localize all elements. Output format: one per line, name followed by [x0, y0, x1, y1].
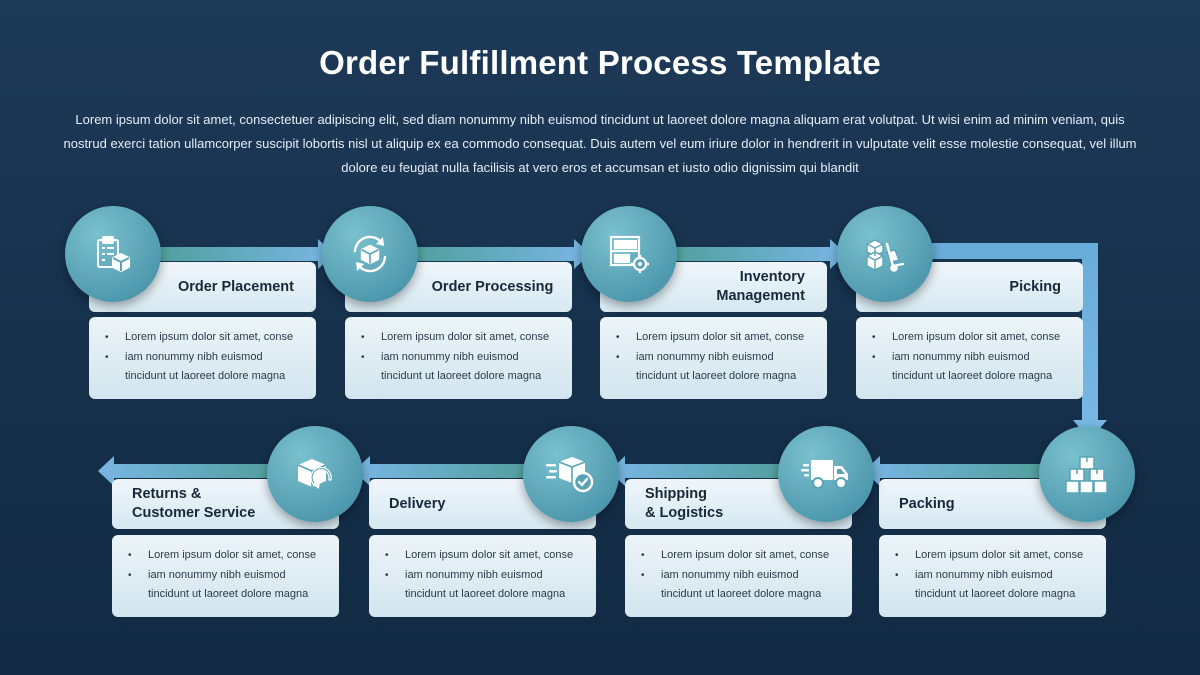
step-1-icon-circle: [65, 206, 161, 302]
list-item-continuation: tincidunt ut laoreet dolore magna: [661, 588, 822, 600]
arrow-3-4: [660, 239, 846, 269]
list-item: •Lorem ipsum dolor sit amet, conse: [128, 549, 317, 561]
step-5-icon-circle: [1039, 426, 1135, 522]
arrow-end: [98, 456, 285, 486]
list-item: •iam nonummy nibh euismod: [128, 568, 286, 581]
box-refresh-icon: [353, 235, 387, 273]
list-item: •Lorem ipsum dolor sit amet, conse: [616, 331, 805, 343]
list-item: •Lorem ipsum dolor sit amet, conse: [895, 549, 1084, 561]
step-2-icon-circle: [322, 206, 418, 302]
list-item-continuation: tincidunt ut laoreet dolore magna: [915, 588, 1076, 600]
arrow-4-5: [915, 243, 1107, 440]
list-item: •Lorem ipsum dolor sit amet, conse: [105, 331, 294, 343]
list-item: •Lorem ipsum dolor sit amet, conse: [385, 549, 574, 561]
list-item-continuation: tincidunt ut laoreet dolore magna: [125, 370, 286, 382]
step-5-details: •Lorem ipsum dolor sit amet, conse •iam …: [879, 535, 1106, 617]
step-4-details: •Lorem ipsum dolor sit amet, conse •iam …: [856, 317, 1083, 399]
step-3-icon-circle: [581, 206, 677, 302]
arrow-2-3: [405, 239, 590, 269]
step-4-icon-circle: [837, 206, 933, 302]
arrow-6-7: [609, 456, 795, 486]
step-7-details: •Lorem ipsum dolor sit amet, conse •iam …: [369, 535, 596, 617]
list-item-continuation: tincidunt ut laoreet dolore magna: [148, 588, 309, 600]
list-item: •Lorem ipsum dolor sit amet, conse: [641, 549, 830, 561]
list-item: •iam nonummy nibh euismod: [641, 568, 799, 581]
step-2-details: •Lorem ipsum dolor sit amet, conse •iam …: [345, 317, 572, 399]
step-6-details: •Lorem ipsum dolor sit amet, conse •iam …: [625, 535, 852, 617]
step-2-title: Order Processing: [345, 262, 572, 312]
list-item: •iam nonummy nibh euismod: [872, 350, 1030, 363]
list-item-continuation: tincidunt ut laoreet dolore magna: [636, 370, 797, 382]
list-item-continuation: tincidunt ut laoreet dolore magna: [405, 588, 566, 600]
boxes-hand-truck-icon: [866, 239, 905, 272]
shelves-gear-icon: [609, 235, 649, 273]
list-item-continuation: tincidunt ut laoreet dolore magna: [892, 370, 1053, 382]
list-item: •Lorem ipsum dolor sit amet, conse: [872, 331, 1061, 343]
arrow-5-6: [864, 456, 1050, 486]
list-item-continuation: tincidunt ut laoreet dolore magna: [381, 370, 542, 382]
arrow-7-8: [354, 456, 540, 486]
step-3-details: •Lorem ipsum dolor sit amet, conse •iam …: [600, 317, 827, 399]
step-8-icon-circle: [267, 426, 363, 522]
step-8-details: •Lorem ipsum dolor sit amet, conse •iam …: [112, 535, 339, 617]
page-title: Order Fulfillment Process Template: [319, 44, 881, 81]
stacked-boxes-icon: [1065, 456, 1108, 494]
fast-box-check-icon: [546, 457, 594, 493]
delivery-truck-icon: [801, 460, 848, 489]
list-item: •iam nonummy nibh euismod: [361, 350, 519, 363]
list-item: •iam nonummy nibh euismod: [385, 568, 543, 581]
clipboard-box-icon: [97, 236, 130, 272]
step-1-details: •Lorem ipsum dolor sit amet, conse •iam …: [89, 317, 316, 399]
list-item: •Lorem ipsum dolor sit amet, conse: [361, 331, 550, 343]
list-item: •iam nonummy nibh euismod: [616, 350, 774, 363]
list-item: •iam nonummy nibh euismod: [105, 350, 263, 363]
arrow-1-2: [150, 239, 334, 269]
step-7-icon-circle: [523, 426, 619, 522]
step-6-icon-circle: [778, 426, 874, 522]
page-description: Lorem ipsum dolor sit amet, consectetuer…: [63, 112, 1137, 175]
list-item: •iam nonummy nibh euismod: [895, 568, 1053, 581]
box-return-icon: [297, 459, 332, 489]
